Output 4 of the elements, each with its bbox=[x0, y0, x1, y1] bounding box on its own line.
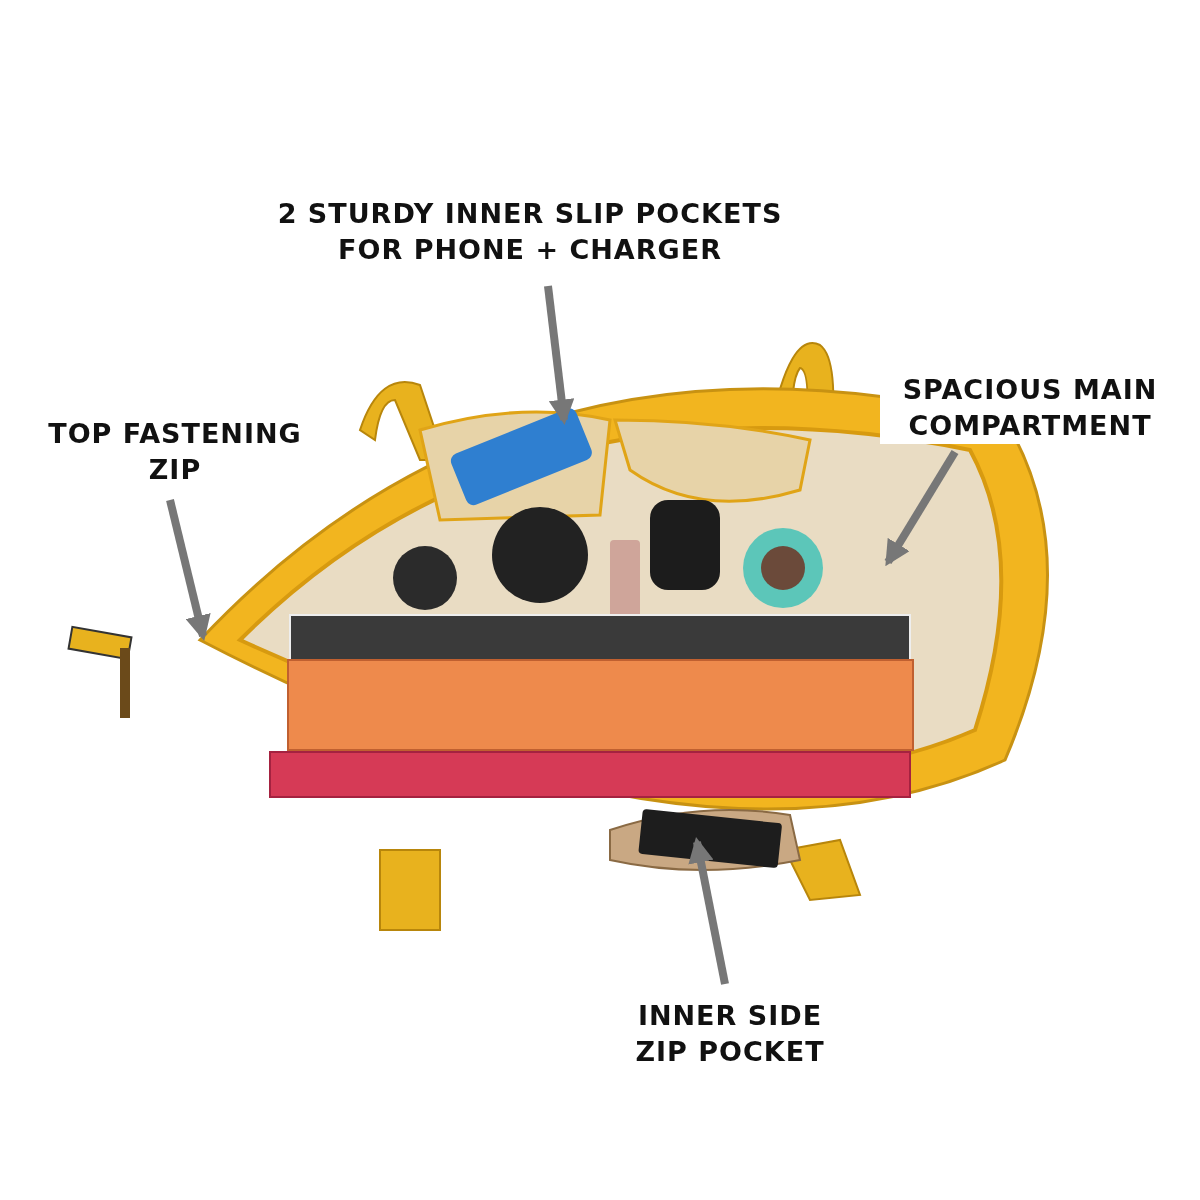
leader-arrow bbox=[688, 837, 729, 985]
leader-arrow bbox=[544, 285, 575, 426]
leader-arrow bbox=[166, 499, 211, 641]
leader-arrow bbox=[884, 449, 959, 567]
